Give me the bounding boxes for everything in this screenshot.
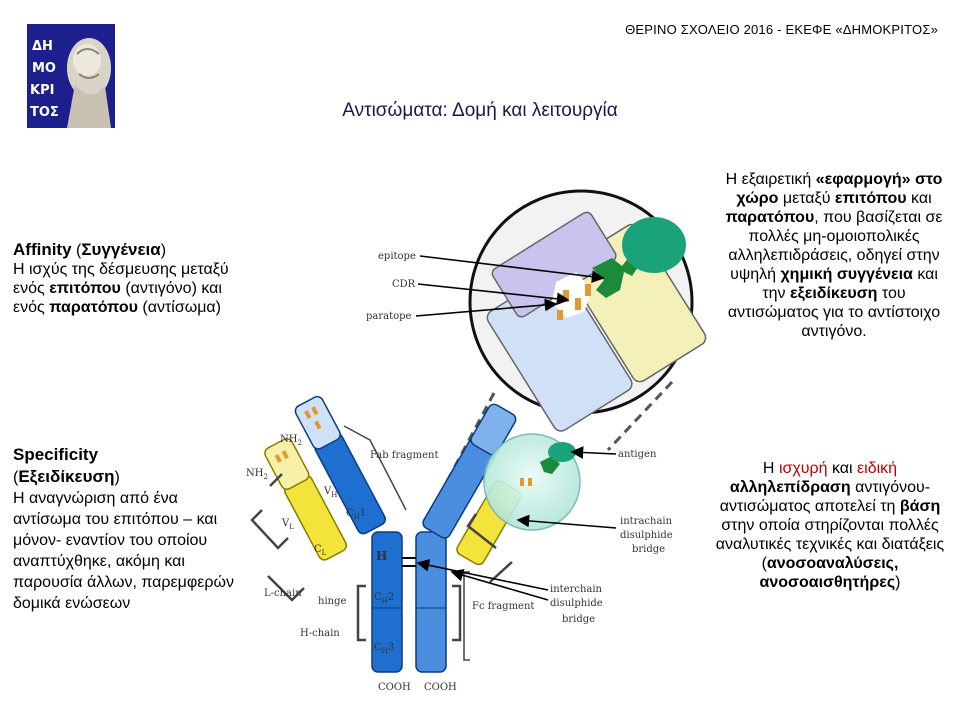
interaction-text-1: Η	[762, 460, 775, 477]
fab-left-light	[264, 438, 348, 561]
fit-text-6: του αντισώματος για το αντίστοιχο αντιγό…	[727, 285, 941, 340]
label-vh: VH	[323, 486, 337, 499]
fc-fragment-bracket	[463, 571, 470, 661]
fit-text-2: μεταξύ	[782, 190, 831, 207]
affinity-paragraph: Affinity (Συγγένεια) Η ισχύς της δέσμευσ…	[13, 240, 229, 316]
affinity-text-1: Η ισχύς της δέσμευσης μεταξύ ενός	[13, 261, 229, 297]
label-paratope: paratope	[366, 311, 412, 322]
logo-line-1: ΔΗ	[32, 39, 53, 54]
label-interchain-3: bridge	[562, 614, 595, 625]
interaction-text-4: στην οποία στηρίζονται πολλές αναλυτικές…	[715, 517, 945, 572]
page-title: Αντισώματα: Δομή και λειτουργία	[342, 100, 618, 121]
interaction-bold-3: ανοσοαναλύσεις, ανοσοαισθητήρες	[759, 555, 899, 591]
label-intrachain-1: intrachain	[620, 516, 673, 527]
fit-text-4: , που βασίζεται σε πολλές μη-ομοιοπολικέ…	[728, 209, 943, 283]
label-cl: CL	[314, 544, 327, 557]
label-l-chain: L-chain	[264, 588, 302, 599]
label-nh2-top: NH2	[280, 434, 302, 447]
logo-line-3: ΚΡΙ	[30, 83, 54, 98]
arrow-cdr	[417, 283, 570, 306]
arrow-epitope	[419, 255, 605, 284]
specificity-term-gr: Εξειδίκευση	[18, 467, 115, 486]
fab-left-heavy	[294, 395, 387, 535]
left-fab-brackets	[250, 473, 305, 602]
label-antigen: antigen	[618, 449, 657, 460]
label-epitope: epitope	[378, 251, 416, 262]
label-cooh-right: COOH	[424, 682, 457, 693]
affinity-term: Affinity	[13, 240, 72, 259]
label-fab-fragment: Fab fragment	[370, 450, 439, 461]
label-cdr: CDR	[392, 279, 416, 290]
affinity-text-2: (αντιγόνο) και ενός	[13, 280, 222, 316]
democritos-logo: ΔΗ ΜΟ ΚΡΙ ΤΟΣ	[27, 24, 115, 128]
fit-bold-5: εξειδίκευση	[790, 285, 878, 302]
interaction-text-5: )	[895, 574, 901, 591]
label-cooh-left: COOH	[378, 682, 411, 693]
antigen-bubble	[483, 433, 581, 531]
label-intrachain-3: bridge	[632, 544, 665, 555]
fit-text-5: και την	[762, 266, 938, 302]
interaction-bold-1: αλληλεπίδραση	[729, 479, 851, 496]
fit-bold-2: επιτόπου	[834, 190, 907, 207]
interaction-paragraph: Η ισχυρή και ειδική αλληλεπίδραση αντιγό…	[710, 459, 950, 592]
interaction-red-1: ισχυρή	[778, 460, 828, 477]
logo-line-4: ΤΟΣ	[30, 105, 59, 120]
label-vl: VL	[281, 518, 294, 531]
label-ch3: CH3	[374, 642, 394, 655]
interaction-text-3: αντιγόνου-αντισώματος αποτελεί τη	[719, 479, 931, 515]
label-intrachain-2: disulphide	[620, 530, 673, 541]
fit-paragraph: Η εξαιρετική «εφαρμογή» στο χώρο μεταξύ …	[718, 170, 950, 341]
interaction-text-2: και	[831, 460, 853, 477]
fit-bold-3: παρατόπου	[725, 209, 815, 226]
label-interchain-1: interchain	[550, 584, 603, 595]
label-hinge-h: H	[376, 549, 387, 563]
affinity-text-3: (αντίσωμα)	[142, 299, 222, 316]
arrow-paratope	[415, 298, 558, 317]
specificity-paragraph: Specificity (Εξειδίκευση) Η αναγνώριση α…	[13, 444, 243, 614]
fit-bold-1: «εφαρμογή» στο χώρο	[736, 171, 943, 207]
header-text: ΘΕΡΙΝΟ ΣΧΟΛΕΙΟ 2016 - ΕΚΕΦΕ «ΔΗΜΟΚΡΙΤΟΣ»	[625, 22, 938, 37]
label-ch1: CH1	[346, 508, 366, 521]
fab-right-heavy	[422, 403, 517, 539]
label-ch2: CH2	[374, 592, 394, 605]
diagram-pointer-arrows	[416, 446, 617, 601]
label-fc-fragment: Fc fragment	[472, 601, 534, 612]
interaction-bold-2: βάση	[899, 498, 941, 515]
specificity-term: Specificity	[13, 445, 99, 464]
interaction-red-2: ειδική	[857, 460, 898, 477]
fit-text-3: και	[911, 190, 932, 207]
affinity-bold-2: παρατόπου	[49, 299, 138, 316]
label-nh2-left: NH2	[246, 468, 268, 481]
label-h-chain: H-chain	[300, 628, 340, 639]
fab-fragment-bracket	[343, 425, 407, 511]
fit-text-1: Η εξαιρετική	[725, 171, 812, 188]
specificity-body: Η αναγνώριση από ένα αντίσωμα του επιτόπ…	[13, 490, 234, 612]
paratope-zoom-circle	[468, 189, 707, 432]
affinity-term-gr: Συγγένεια	[81, 240, 161, 259]
zoom-connector-right	[606, 380, 674, 452]
affinity-bold-1: επιτόπου	[49, 280, 121, 297]
label-hinge: hinge	[318, 596, 346, 607]
fit-bold-4: χημική συγγένεια	[780, 266, 913, 283]
label-interchain-2: disulphide	[550, 598, 603, 609]
logo-line-2: ΜΟ	[32, 61, 56, 76]
